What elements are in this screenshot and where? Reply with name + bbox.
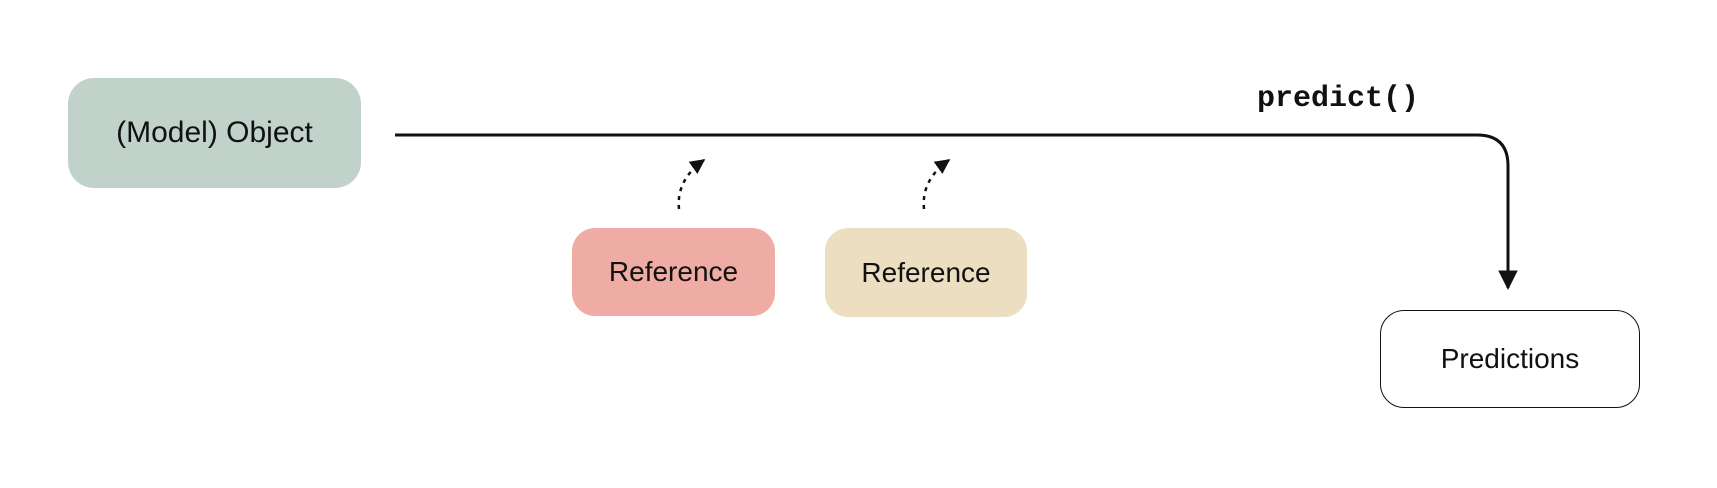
reference-2-merge-arrow	[922, 158, 951, 210]
reference-1-label: Reference	[608, 256, 739, 287]
reference-1-merge-arrow	[677, 158, 706, 210]
predictions-label: Predictions	[1440, 343, 1580, 374]
reference-2-node: Reference	[825, 228, 1027, 317]
model-object-label: (Model) Object	[116, 116, 313, 149]
predict-flow-arrow	[395, 133, 1518, 290]
model-object-node: (Model) Object	[68, 78, 361, 188]
reference-1-node: Reference	[572, 228, 775, 316]
reference-2-label: Reference	[861, 256, 991, 288]
predictions-node: Predictions	[1380, 310, 1640, 408]
predict-edge-label: predict()	[1256, 82, 1420, 116]
